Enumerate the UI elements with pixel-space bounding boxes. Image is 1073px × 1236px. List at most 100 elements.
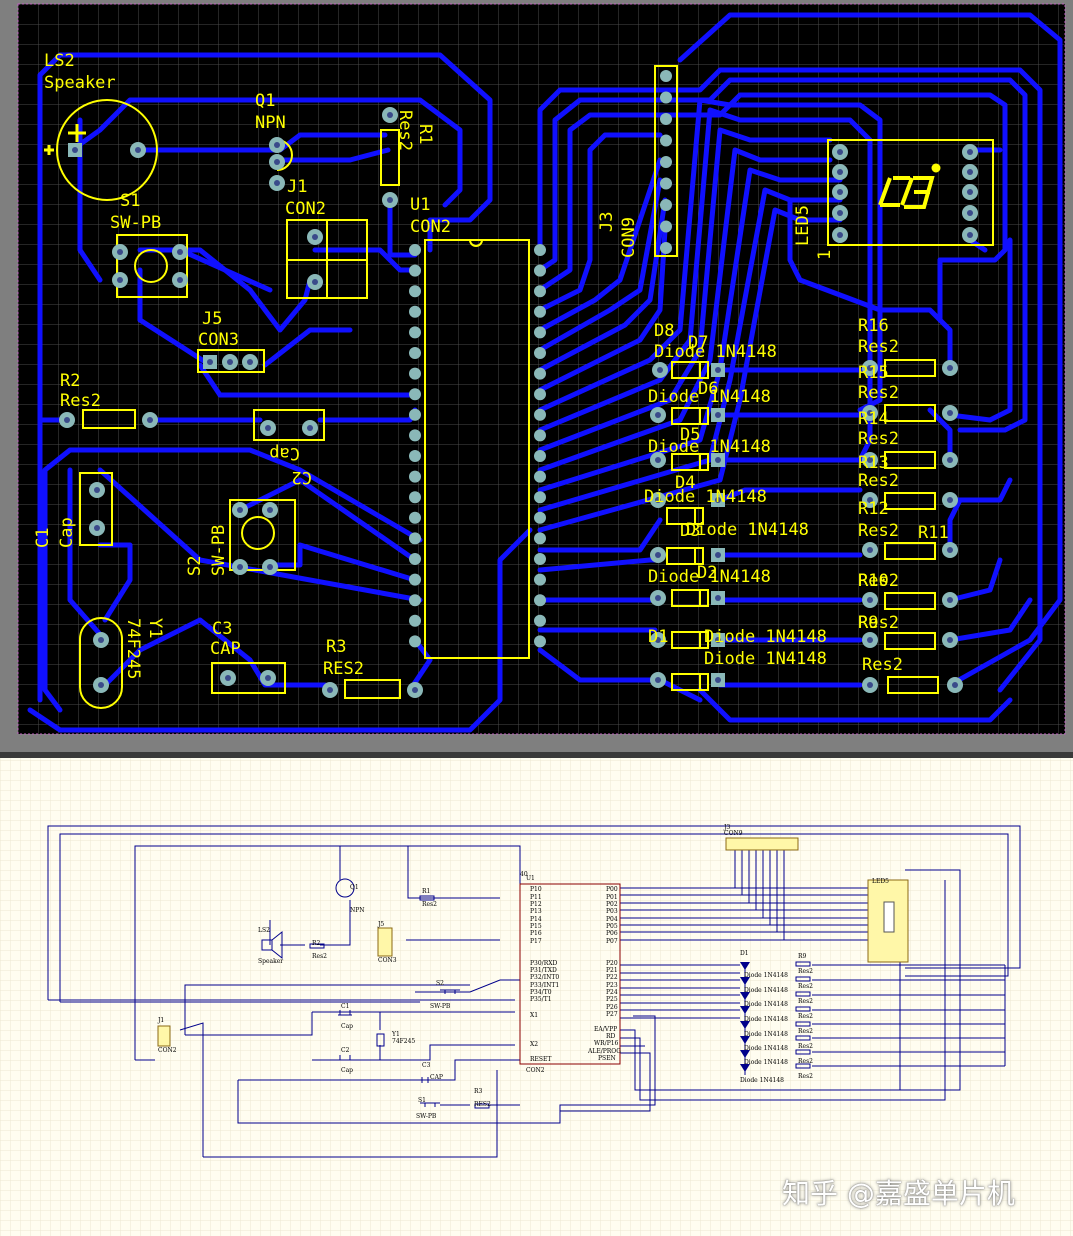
pcb-pad-hole: [867, 547, 873, 553]
schematic-label: Res2: [798, 998, 813, 1005]
schematic-label: C2: [341, 1047, 350, 1054]
pcb-pad-hole: [967, 210, 973, 216]
pcb-pad-hole: [265, 675, 271, 681]
pcb-pad-hole: [94, 525, 100, 531]
pcb-pad-hole: [177, 277, 183, 283]
schematic-label: Y1: [391, 1031, 400, 1038]
schematic-label: Cap: [341, 1067, 353, 1074]
pcb-pad-hole: [715, 595, 721, 601]
ic-pin: [534, 285, 546, 298]
pcb-pad-hole: [177, 249, 183, 255]
pcb-pad-hole: [72, 147, 78, 153]
schematic-label: RD: [606, 1033, 616, 1040]
pcb-label: R14: [858, 409, 889, 429]
schematic-label: C1: [341, 1003, 349, 1010]
pcb-pad-hole: [98, 637, 104, 643]
pcb-pad-hole: [967, 189, 973, 195]
pcb-label: Cap: [57, 517, 77, 548]
schematic-label: P06: [606, 930, 618, 937]
pcb-pad-hole: [657, 367, 663, 373]
schematic-label: Diode 1N4148: [740, 1077, 784, 1084]
pcb-pad-hole: [952, 682, 958, 688]
ic-pin: [534, 367, 546, 380]
schematic-wires: [47, 825, 1021, 1158]
pcb-pad-hole: [837, 149, 843, 155]
ic-pin: [409, 347, 421, 359]
ic-notch-icon: [469, 239, 483, 247]
pcb-label: S1: [120, 191, 140, 211]
silkscreen: [56, 65, 994, 709]
connector-pin: [660, 91, 672, 104]
ic-pin: [534, 470, 546, 483]
schematic-label: Res2: [798, 1028, 813, 1035]
pcb-board: LS2SpeakerQ1NPNR1Res2J1CON2U1CON2S1SW-PB…: [17, 3, 1066, 735]
ic-pin: [409, 285, 421, 298]
pcb-pad-hole: [715, 552, 721, 558]
pcb-pad-hole: [274, 142, 280, 148]
schematic-label: P04: [606, 916, 618, 923]
pcb-label: R12: [858, 499, 889, 519]
pcb-pad-hole: [867, 682, 873, 688]
ic-pin: [409, 635, 421, 648]
pcb-label: LED5: [793, 205, 813, 246]
pcb-label: R15: [858, 363, 889, 383]
pcb-label: Diode 1N4148: [644, 487, 767, 507]
ic-pin: [534, 326, 546, 339]
pcb-pad-hole: [655, 637, 661, 643]
pcb-pad-hole: [147, 417, 153, 423]
schematic-label: CAP: [430, 1074, 443, 1081]
pcb-pad-hole: [387, 197, 393, 203]
schematic-label: P10: [530, 886, 542, 893]
ic-pin: [409, 408, 421, 421]
ic-pin: [534, 244, 546, 256]
pcb-label: Diode 1N4148: [648, 567, 771, 587]
schematic-label: CON3: [378, 957, 397, 964]
schematic-label: J1: [157, 1017, 164, 1024]
pcb-pad-hole: [225, 675, 231, 681]
schematic-label: P00: [606, 886, 618, 893]
pcb-pad-hole: [837, 210, 843, 216]
pcb-pad-hole: [715, 497, 721, 503]
schematic-label: Res2: [798, 1073, 813, 1080]
pcb-pad-hole: [947, 637, 953, 643]
connector-pin: [660, 220, 672, 233]
pcb-pad-hole: [837, 169, 843, 175]
schematic-label: P14: [530, 916, 542, 923]
schematic-label: P02: [606, 901, 618, 908]
pcb-label: Diode 1N4148: [654, 342, 777, 362]
pcb-pad-hole: [312, 279, 318, 285]
pcb-pad-hole: [715, 412, 721, 418]
diode-icons: [740, 962, 750, 1072]
ic-pin: [409, 264, 421, 277]
pcb-label: Res2: [858, 571, 899, 591]
pcb-pad-hole: [867, 457, 873, 463]
pcb-label: LS2: [44, 51, 75, 71]
pcb-label: U1: [410, 195, 430, 215]
schematic-label: P12: [530, 901, 542, 908]
pcb-pad-hole: [947, 365, 953, 371]
schematic-label: RES2: [474, 1101, 491, 1108]
schematic-label: R2: [312, 940, 321, 947]
pcb-label: 74F245: [123, 618, 143, 679]
pcb-label: 1: [815, 250, 835, 260]
schematic-label: J3: [723, 824, 730, 831]
schematic-label: RESET: [530, 1056, 551, 1063]
pcb-pad-hole: [715, 367, 721, 373]
schematic-label: P34/T0: [530, 989, 552, 996]
schematic-label: Res2: [798, 1058, 813, 1065]
schematic-label: X2: [530, 1041, 538, 1048]
schematic-label: NPN: [350, 907, 365, 914]
schematic-label: P15: [530, 923, 542, 930]
pcb-pad-hole: [715, 457, 721, 463]
schematic-label: P35/T1: [530, 996, 552, 1003]
schematic-label: Diode 1N4148: [744, 1045, 788, 1052]
pcb-label: R3: [326, 637, 346, 657]
pcb-pad-hole: [967, 169, 973, 175]
ic-pin: [534, 553, 546, 565]
pcb-pad-hole: [64, 417, 70, 423]
schematic-label: LED5: [872, 878, 889, 885]
pcb-pad-hole: [655, 497, 661, 503]
pcb-label: J3: [597, 212, 617, 232]
ic-pin: [409, 614, 421, 627]
